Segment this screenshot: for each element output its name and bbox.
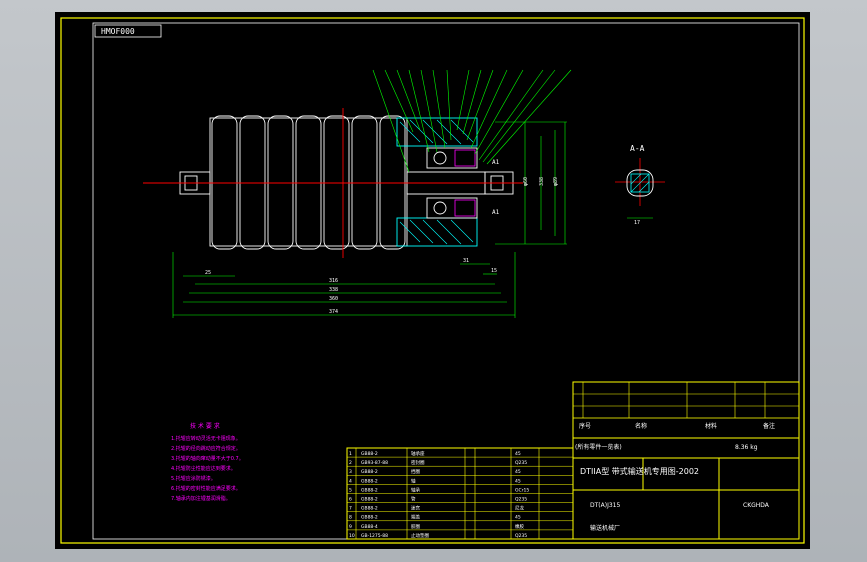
table-cell: GB88-2: [361, 451, 378, 457]
company: 输送机械厂: [590, 524, 620, 532]
dim-d4: 338: [539, 177, 545, 186]
section-view-aa: A-A 17: [615, 144, 665, 226]
table-cell: Q235: [515, 497, 527, 503]
bearing-housing: [396, 117, 478, 247]
header-no: 序号: [579, 422, 591, 430]
table-cell: 止动垫圈: [411, 532, 429, 539]
table-cell: 3: [349, 469, 352, 475]
table-cell: 端盖: [411, 514, 420, 521]
part-name: CKGHDA: [743, 502, 770, 509]
section-mark-top: A1: [492, 159, 500, 166]
dim-d4b: 338: [329, 287, 338, 293]
dim-d5: 360: [329, 296, 338, 302]
table-cell: GB88-2: [361, 515, 378, 521]
table-cell: 1: [349, 451, 352, 457]
dim-d10: φ89: [553, 177, 559, 186]
header-name: 名称: [635, 422, 647, 430]
drawing-border: [60, 17, 805, 544]
table-cell: 轴: [411, 477, 416, 484]
dim-d7: 374: [329, 309, 338, 315]
parts-header: 序号 名称 材料 备注: [579, 422, 775, 430]
table-cell: Q235: [515, 533, 527, 539]
table-cell: 胶圈: [411, 523, 420, 530]
table-cell: 管: [411, 496, 416, 503]
table-cell: 轴承: [411, 486, 420, 493]
code-label: HMOF000: [101, 27, 135, 36]
note-line-3: 3.托辊的轴向窜动量不大于0.7。: [171, 455, 244, 462]
table-cell: 45: [515, 451, 521, 457]
main-title: DTIIA型 带式输送机专用图-2002: [580, 466, 699, 476]
table-cell: GB-1275-88: [361, 533, 388, 539]
table-cell: GB88-2: [361, 497, 378, 503]
table-cell: 7: [349, 506, 352, 512]
table-cell: 5: [349, 487, 352, 493]
table-cell: 4: [349, 478, 352, 484]
table-cell: GB88-2: [361, 506, 378, 512]
note-line-6: 6.托辊的密封性能应满足要求。: [171, 485, 241, 492]
table-cell: GB88-4: [361, 524, 378, 530]
parts-note: (所有零件一览表): [575, 443, 622, 451]
table-cell: GB93-87-88: [361, 460, 388, 466]
section-dim: 17: [634, 220, 640, 226]
note-line-4: 4.托辊防尘性能应达到要求。: [171, 465, 236, 472]
header-remark: 备注: [763, 422, 775, 430]
table-cell: 密封圈: [411, 459, 425, 466]
table-cell: GB88-2: [361, 478, 378, 484]
drawing-svg[interactable]: HMOF000: [55, 12, 810, 549]
table-cell: 橡胶: [515, 523, 524, 530]
vertical-dimensions: [495, 121, 567, 245]
table-cell: Q235: [515, 460, 527, 466]
table-cell: 尼龙: [515, 505, 524, 512]
roller-body: [179, 115, 514, 250]
dim-d1: 31: [463, 258, 469, 264]
table-cell: 2: [349, 460, 352, 466]
note-line-7: 7.轴承内加注锂基润滑脂。: [171, 495, 231, 502]
table-cell: 45: [515, 469, 521, 475]
table-cell: 45: [515, 478, 521, 484]
notes-heading: 技 术 要 求: [190, 422, 220, 430]
table-cell: GCr15: [515, 487, 529, 493]
technical-notes: 技 术 要 求 1.托辊应转动灵活无卡阻现象。 2.托辊的径向跳动应符合规定。 …: [171, 422, 244, 502]
dim-d8: 15: [491, 268, 497, 274]
note-line-1: 1.托辊应转动灵活无卡阻现象。: [171, 435, 241, 442]
dim-d9: φ60: [523, 177, 529, 186]
cad-canvas[interactable]: HMOF000: [55, 12, 810, 549]
table-cell: 迷宫: [411, 505, 420, 512]
dim-d3: 316: [329, 278, 338, 284]
note-line-5: 5.托辊应涂防锈漆。: [171, 475, 216, 482]
table-cell: 10: [349, 533, 355, 539]
table-cell: 9: [349, 524, 352, 530]
horizontal-dimensions: [172, 252, 516, 318]
leader-lines: [372, 69, 572, 173]
table-cell: 8: [349, 515, 352, 521]
upper-parts-table: [572, 381, 800, 419]
note-line-2: 2.托辊的径向跳动应符合规定。: [171, 445, 241, 452]
dim-d2: 25: [205, 270, 211, 276]
drawing-number: DT(A)J315: [590, 502, 620, 509]
table-cell: 挡圈: [411, 468, 420, 475]
weight: 8.36 kg: [735, 444, 758, 451]
section-mark-bottom: A1: [492, 209, 500, 216]
table-cell: 6: [349, 497, 352, 503]
table-cell: 轴承座: [411, 450, 425, 457]
table-cell: GB88-2: [361, 487, 378, 493]
table-cell: 45: [515, 515, 521, 521]
code-box: [94, 24, 162, 38]
header-material: 材料: [705, 422, 717, 430]
section-label: A-A: [630, 144, 645, 153]
table-cell: GB88-2: [361, 469, 378, 475]
